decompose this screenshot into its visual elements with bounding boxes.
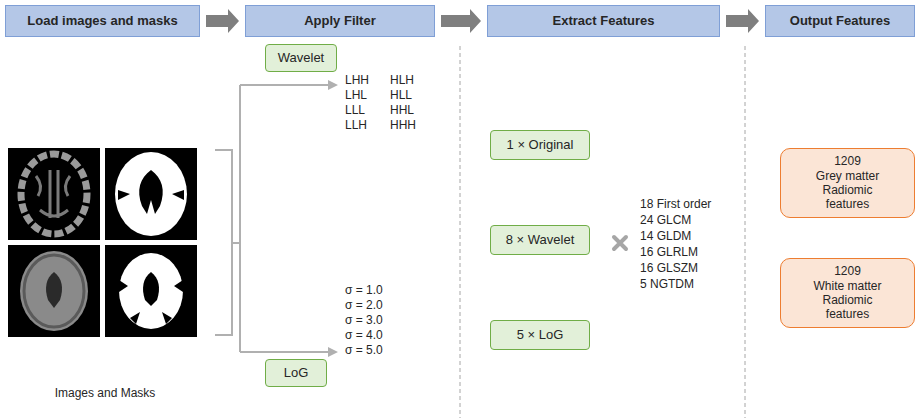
flow-arrow (206, 9, 239, 33)
bracket (215, 150, 240, 335)
subband-label: HLL (390, 88, 412, 103)
filter-box: 8 × Wavelet (490, 225, 590, 255)
node-label: 1209 (834, 154, 861, 168)
grey-matter-image (21, 154, 87, 234)
subband-label: HLH (390, 73, 414, 88)
node-label: 1 × Original (507, 137, 574, 153)
grey-matter-mask (139, 170, 163, 214)
step-header: Load images and masks (5, 5, 200, 37)
subband-label: HHL (390, 103, 414, 118)
separator-line (460, 46, 461, 418)
feature-count: 16 GLRLM (640, 245, 698, 260)
subband-label: LLL (345, 103, 365, 118)
grey-matter-mask (118, 190, 184, 200)
node-body: Grey matter Radiomic features (800, 169, 896, 212)
node-label: Output Features (790, 13, 890, 29)
sigma-label: σ = 2.0 (345, 298, 383, 313)
white-matter-mask (119, 253, 183, 329)
subband-label: LLH (345, 118, 367, 133)
filter-box: Wavelet (265, 44, 337, 72)
image-frame (105, 148, 197, 240)
image-frame (8, 148, 100, 240)
white-matter-image (24, 255, 84, 327)
node-label: 1209 (834, 264, 861, 278)
sigma-label: σ = 4.0 (345, 328, 383, 343)
filter-box: LoG (265, 359, 327, 387)
step-header: Output Features (765, 5, 915, 37)
step-header: Apply Filter (245, 5, 435, 37)
feature-count: 14 GLDM (640, 229, 691, 244)
grey-matter-mask (115, 152, 187, 236)
node-label: Apply Filter (304, 13, 376, 29)
image-frame (105, 245, 197, 337)
subband-label: LHH (345, 73, 369, 88)
white-matter-mask (143, 272, 159, 306)
subband-label: HHH (390, 118, 416, 133)
feature-count: 24 GLCM (640, 213, 691, 228)
separator-line (745, 46, 746, 418)
white-matter-mask (119, 280, 183, 324)
filter-box: 5 × LoG (490, 320, 590, 350)
node-label: Load images and masks (27, 13, 177, 29)
branch-line (240, 85, 330, 352)
node-label: Wavelet (278, 50, 324, 66)
flow-arrow (726, 9, 759, 33)
brain-images (8, 148, 197, 337)
white-matter-image (20, 251, 88, 331)
flow-arrow (441, 9, 481, 33)
feature-count: 5 NGTDM (640, 277, 694, 292)
output-box: 1209Grey matter Radiomic features (780, 148, 915, 218)
image-frame (8, 245, 100, 337)
white-matter-image (46, 272, 62, 308)
sigma-label: σ = 1.0 (345, 283, 383, 298)
output-box: 1209White matter Radiomic features (780, 258, 915, 328)
node-label: Extract Features (553, 13, 655, 29)
feature-count: 18 First order (640, 197, 711, 212)
feature-count: 16 GLSZM (640, 261, 698, 276)
node-label: 5 × LoG (517, 327, 564, 343)
node-body: White matter Radiomic features (800, 279, 896, 322)
sigma-label: σ = 5.0 (345, 343, 383, 358)
multiply-symbol (614, 237, 626, 249)
step-header: Extract Features (487, 5, 720, 37)
arrow-head (328, 80, 338, 357)
image-caption: Images and Masks (55, 386, 156, 401)
node-label: 8 × Wavelet (506, 232, 575, 248)
node-label: LoG (284, 365, 309, 381)
filter-box: 1 × Original (490, 130, 590, 160)
grey-matter-image (36, 170, 70, 218)
subband-label: LHL (345, 88, 367, 103)
sigma-label: σ = 3.0 (345, 313, 383, 328)
